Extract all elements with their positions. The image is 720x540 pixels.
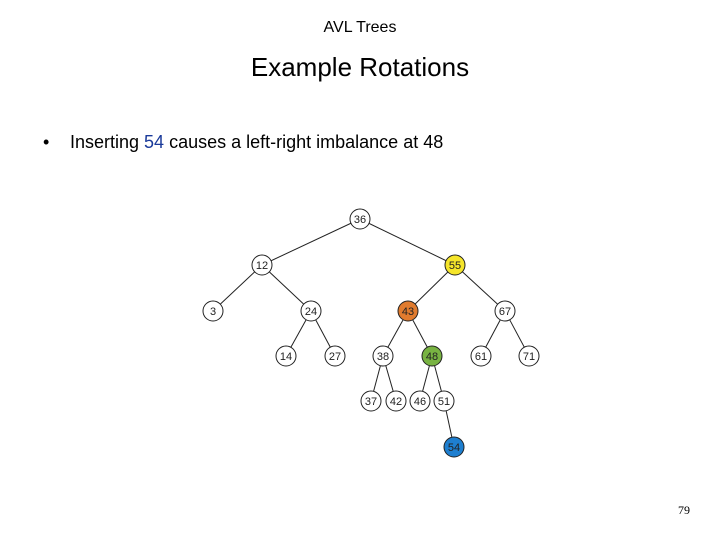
tree-edge-55-43 [407,264,456,312]
tree-node-54: 54 [443,436,465,458]
tree-nodes: 36 12 55 3 24 43 67 14 27 38 48 61 71 37 42 46 51 54 [202,208,540,458]
tree-node-label: 24 [305,306,317,318]
tree-node-circle [275,345,297,367]
tree-node-12: 12 [251,254,273,276]
tree-node-48: 48 [421,345,443,367]
tree-node-circle [518,345,540,367]
tree-node-label: 61 [475,351,487,363]
tree-edges [212,218,530,448]
slide-title: Example Rotations [250,52,470,82]
tree-node-label: 3 [210,306,216,318]
bullet-text-after: causes a left-right imbalance at 48 [164,132,444,152]
tree-edge-36-55 [359,218,456,266]
tree-node-label: 12 [256,260,268,272]
tree-node-circle [470,345,492,367]
tree-node-label: 67 [499,306,511,318]
tree-edge-12-3 [212,264,263,312]
tree-node-36: 36 [349,208,371,230]
tree-node-label: 48 [426,351,438,363]
tree-node-circle [360,390,382,412]
tree-node-circle [443,436,465,458]
tree-node-14: 14 [275,345,297,367]
bullet-text-before: Inserting [70,132,145,152]
tree-node-61: 61 [470,345,492,367]
tree-node-label: 43 [402,306,414,318]
tree-node-label: 54 [448,442,460,454]
tree-node-circle [324,345,346,367]
tree-node-label: 37 [365,396,377,408]
tree-node-circle [433,390,455,412]
bullet-marker: • [43,132,50,152]
tree-node-label: 46 [414,396,426,408]
tree-node-label: 71 [523,351,535,363]
tree-node-24: 24 [300,300,322,322]
tree-edge-36-12 [261,218,361,266]
tree-node-3: 3 [202,300,224,322]
tree-node-46: 46 [409,390,431,412]
tree-node-label: 55 [449,260,461,272]
tree-node-38: 38 [372,345,394,367]
tree-edge-55-67 [454,264,506,312]
tree-node-37: 37 [360,390,382,412]
tree-node-circle [385,390,407,412]
tree-node-circle [202,300,224,322]
tree-node-43: 43 [397,300,419,322]
tree-node-circle [300,300,322,322]
tree-node-circle [397,300,419,322]
tree-node-circle [349,208,371,230]
tree-node-circle [421,345,443,367]
tree-node-circle [444,254,466,276]
tree-node-label: 38 [377,351,389,363]
tree-node-67: 67 [494,300,516,322]
tree-node-51: 51 [433,390,455,412]
tree-node-label: 14 [280,351,292,363]
page-number: 79 [678,503,690,517]
tree-node-42: 42 [385,390,407,412]
tree-node-71: 71 [518,345,540,367]
bullet-highlight-value: 54 [144,132,165,152]
tree-node-circle [251,254,273,276]
tree-node-circle [494,300,516,322]
tree-node-55: 55 [444,254,466,276]
tree-node-label: 51 [438,396,450,408]
tree-node-label: 27 [329,351,341,363]
tree-node-circle [372,345,394,367]
tree-node-label: 36 [354,214,366,226]
tree-node-27: 27 [324,345,346,367]
tree-node-label: 42 [390,396,402,408]
slide-header: AVL Trees [323,19,397,36]
bullet-point: • Inserting 54 causes a left-right imbala… [43,132,443,153]
tree-edge-12-24 [261,264,312,312]
tree-node-circle [409,390,431,412]
